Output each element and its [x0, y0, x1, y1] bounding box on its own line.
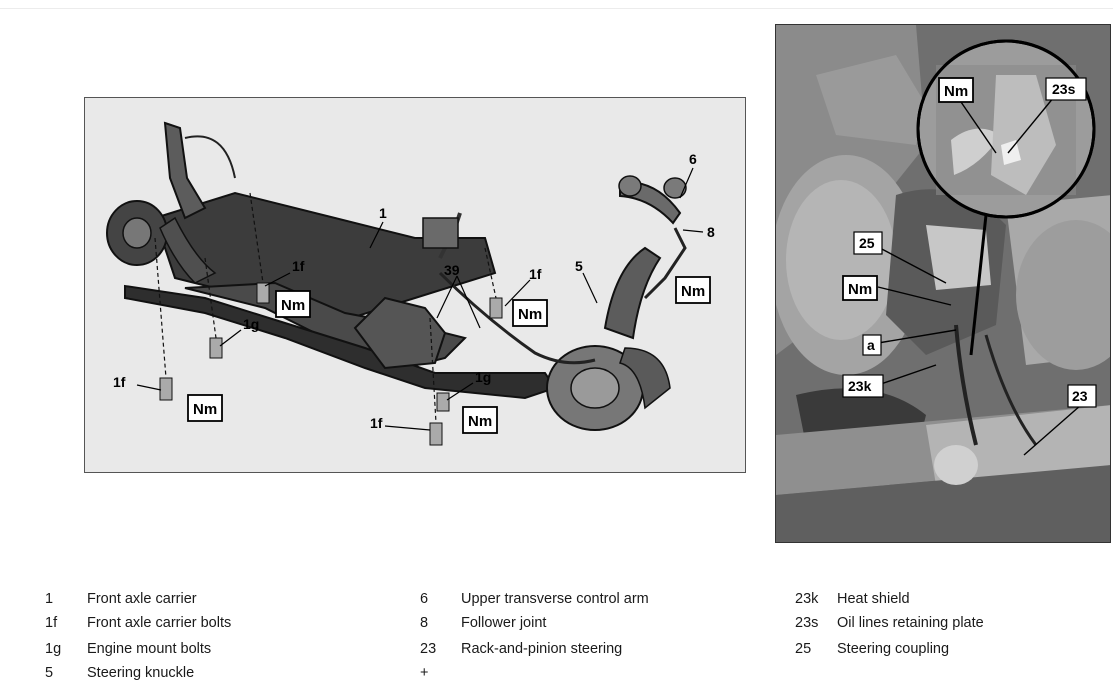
torque-label: Nm [848, 281, 872, 298]
torque-label: Nm [281, 297, 305, 314]
callout-box: 23s [1046, 78, 1086, 100]
legend-item: 6 Upper transverse control arm [420, 588, 770, 610]
legend-desc: Follower joint [461, 612, 546, 634]
torque-label: Nm [193, 401, 217, 418]
front-axle-diagram: 1 1f 1f 1f 1f 1g 1g 39 5 6 8 Nm Nm Nm Nm… [84, 97, 746, 473]
legend-key: 6 [420, 588, 428, 610]
legend-item: 1f Front axle carrier bolts [45, 612, 375, 634]
legend-desc: Oil lines retaining plate [837, 612, 984, 634]
legend-key: 8 [420, 612, 428, 634]
legend-desc: Front axle carrier bolts [87, 612, 231, 634]
legend-item: 23k Heat shield [795, 588, 1105, 610]
legend-desc: Engine mount bolts [87, 638, 211, 660]
torque-label: Nm [468, 413, 492, 430]
callout-a: a [867, 337, 875, 353]
parts-legend: 1 Front axle carrier 1f Front axle carri… [0, 588, 1113, 688]
callout-23: 23 [1072, 388, 1088, 404]
torque-box: Nm [843, 276, 877, 300]
callout-box: a [863, 335, 881, 355]
callout-1f-bottom-left: 1f [113, 374, 126, 390]
legend-item: 25 Steering coupling [795, 638, 1105, 660]
top-divider [0, 8, 1113, 9]
legend-key: 1f [45, 612, 57, 634]
legend-desc: Heat shield [837, 588, 910, 610]
legend-key: + [420, 662, 428, 684]
legend-desc: Upper transverse control arm [461, 588, 649, 610]
legend-item: 23s Oil lines retaining plate [795, 612, 1105, 634]
callout-6: 6 [689, 151, 697, 167]
callout-1f-bottom-center: 1f [370, 415, 383, 431]
legend-desc: Steering coupling [837, 638, 949, 660]
callout-1g-right: 1g [475, 369, 491, 385]
callout-1f-top-right: 1f [529, 266, 542, 282]
legend-key: 1 [45, 588, 53, 610]
legend-key: 23k [795, 588, 818, 610]
legend-item: 5 Steering knuckle [45, 662, 375, 684]
legend-key: 25 [795, 638, 811, 660]
callout-8: 8 [707, 224, 715, 240]
callout-box: 23k [843, 375, 883, 397]
callout-5: 5 [575, 258, 583, 274]
steering-photo: Nm 23s 25 Nm a 23k 23 [775, 24, 1111, 543]
torque-box: Nm [676, 277, 710, 303]
callout-25: 25 [859, 235, 875, 251]
torque-box: Nm [939, 78, 973, 102]
legend-key: 23 [420, 638, 436, 660]
legend-item: 1g Engine mount bolts [45, 638, 375, 660]
torque-box: Nm [513, 300, 547, 326]
callout-39: 39 [444, 262, 460, 278]
callout-1f-top-left: 1f [292, 258, 305, 274]
legend-item: 23 Rack-and-pinion steering [420, 638, 770, 660]
legend-desc: Front axle carrier [87, 588, 197, 610]
torque-box: Nm [463, 407, 497, 433]
legend-key: 5 [45, 662, 53, 684]
torque-label: Nm [518, 306, 542, 323]
magnified-inset [918, 41, 1094, 217]
callout-1g-left: 1g [243, 316, 259, 332]
legend-desc: Steering knuckle [87, 662, 194, 684]
torque-box: Nm [188, 395, 222, 421]
torque-box: Nm [276, 291, 310, 317]
legend-item: 1 Front axle carrier [45, 588, 375, 610]
legend-key: 23s [795, 612, 818, 634]
callout-box: 25 [854, 232, 882, 254]
legend-item: + [420, 662, 770, 684]
legend-desc: Rack-and-pinion steering [461, 638, 622, 660]
callout-box: 23 [1068, 385, 1096, 407]
legend-key: 1g [45, 638, 61, 660]
callout-1: 1 [379, 205, 387, 221]
legend-item: 8 Follower joint [420, 612, 770, 634]
torque-label: Nm [681, 283, 705, 300]
callout-23k: 23k [848, 378, 872, 394]
callout-23s: 23s [1052, 81, 1076, 97]
torque-label: Nm [944, 83, 968, 100]
